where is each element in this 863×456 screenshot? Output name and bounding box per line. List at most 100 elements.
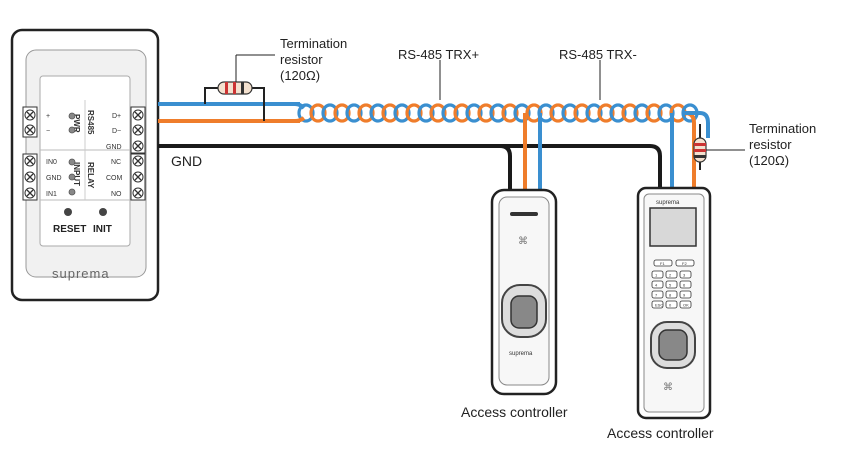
device1-caption: Access controller — [461, 404, 568, 420]
pin-pwr-minus: − — [46, 128, 50, 135]
twisted-pair-loop — [645, 103, 663, 123]
keypad-key-label: 9 — [683, 293, 686, 298]
gnd-wire — [158, 144, 512, 192]
keypad-key — [651, 270, 664, 279]
keypad-key — [679, 270, 692, 279]
controller-module: + − D+ D− GND IN0 GND IN1 NC COM NO PWR … — [10, 28, 160, 302]
twisted-pair-loop — [441, 103, 459, 123]
keypad-key — [679, 290, 692, 299]
pin-nc: NC — [111, 159, 121, 166]
twisted-pair-loop — [585, 103, 603, 123]
termination-right-line2: resistor — [749, 137, 792, 152]
twisted-pair-loop — [393, 103, 411, 123]
twisted-pair-loop — [465, 103, 483, 123]
keypad-key — [651, 300, 664, 309]
keypad-key — [665, 290, 678, 299]
keypad-key-label: 5 — [669, 283, 672, 288]
twisted-pair-loop — [321, 103, 339, 123]
keypad-key — [653, 259, 673, 267]
module-brand: suprema — [52, 266, 110, 281]
pin-rs485-gnd: GND — [106, 144, 122, 151]
twisted-pair-loop — [477, 103, 495, 123]
device2-screen — [649, 207, 697, 247]
twisted-pair-loop — [309, 103, 327, 123]
twisted-pair-loop — [429, 103, 447, 123]
termination-label-left: Termination resistor (120Ω) — [280, 36, 347, 83]
keypad-key — [665, 300, 678, 309]
termination-resistor-right-icon — [693, 137, 745, 163]
twisted-pair — [294, 102, 699, 123]
gnd-label: GND — [171, 153, 202, 169]
device2-caption: Access controller — [607, 425, 714, 441]
twisted-pair-loop — [633, 103, 651, 123]
termination-label-right: Termination resistor (120Ω) — [749, 121, 816, 168]
gnd-wire-2 — [500, 144, 662, 192]
termination-right-line3: (120Ω) — [749, 153, 789, 168]
pin-in0: IN0 — [46, 159, 57, 166]
reset-label: RESET — [53, 224, 86, 235]
keypad-key-label: 0 — [669, 303, 672, 308]
orange-wire-join — [294, 116, 306, 123]
keypad-key — [665, 270, 678, 279]
rs485-trx-minus-label: RS-485 TRX- — [559, 47, 637, 62]
device2-orange-drop — [684, 111, 696, 192]
twisted-pair-loop — [597, 103, 615, 123]
twisted-pair-loop — [561, 103, 579, 123]
pin-d-minus: D− — [112, 128, 121, 135]
input-label: INPUT — [72, 162, 81, 186]
termination-left-line1: Termination — [280, 36, 347, 51]
reset-button-icon — [64, 208, 72, 216]
keypad-key — [675, 259, 695, 267]
device2-brand: suprema — [656, 200, 680, 206]
keypad-key — [651, 290, 664, 299]
termination-left-line2: resistor — [280, 52, 323, 67]
rs485-trx-plus-label: RS-485 TRX+ — [398, 47, 479, 62]
access-controller-1: ⌘ suprema — [490, 188, 558, 396]
right-terminal-block — [130, 106, 146, 201]
keypad-key-label: 8 — [669, 293, 672, 298]
twisted-pair-loop — [417, 103, 435, 123]
termination-right-line1: Termination — [749, 121, 816, 136]
keypad-key-label: ESC — [655, 303, 663, 308]
keypad-key — [665, 280, 678, 289]
keypad-key — [679, 280, 692, 289]
pin-com: COM — [106, 175, 123, 182]
wires — [158, 87, 710, 192]
left-terminal-block — [22, 106, 38, 201]
keypad-key — [679, 300, 692, 309]
keypad-key-label: F2 — [682, 261, 687, 266]
pin-d-plus: D+ — [112, 113, 121, 120]
keypad-key-label: F1 — [660, 261, 665, 266]
pin-input-gnd: GND — [46, 175, 62, 182]
keypad-key-label: 2 — [669, 273, 672, 278]
keypad-key-label: 4 — [655, 283, 658, 288]
relay-label: RELAY — [86, 162, 95, 189]
twisted-pair-loop — [549, 103, 567, 123]
fingerprint-sensor-icon — [658, 329, 688, 361]
twisted-pair-loop — [489, 103, 507, 123]
twisted-pair-loop — [573, 103, 591, 123]
blue-wire-join — [294, 102, 306, 110]
pin-in1: IN1 — [46, 191, 57, 198]
twisted-pair-loop — [501, 103, 519, 123]
rfid-icon: ⌘ — [518, 236, 528, 247]
twisted-pair-loop — [609, 103, 627, 123]
rs485-label: RS485 — [86, 110, 95, 135]
pin-pwr-plus: + — [46, 113, 50, 120]
fingerprint-sensor-icon — [510, 295, 538, 329]
keypad-key-label: 7 — [655, 293, 658, 298]
twisted-pair-loop — [345, 103, 363, 123]
keypad-key-label: 1 — [655, 273, 658, 278]
termination-left-line3: (120Ω) — [280, 68, 320, 83]
twisted-pair-loop — [357, 103, 375, 123]
init-label: INIT — [93, 224, 112, 235]
pwr-label: PWR — [72, 114, 81, 133]
twisted-pair-loop — [297, 103, 315, 123]
termination-resistor-left-icon — [217, 54, 275, 95]
twisted-pair-loop — [333, 103, 351, 123]
twisted-pair-loop — [513, 103, 531, 123]
twisted-pair-loop — [369, 103, 387, 123]
twisted-pair-loop — [405, 103, 423, 123]
